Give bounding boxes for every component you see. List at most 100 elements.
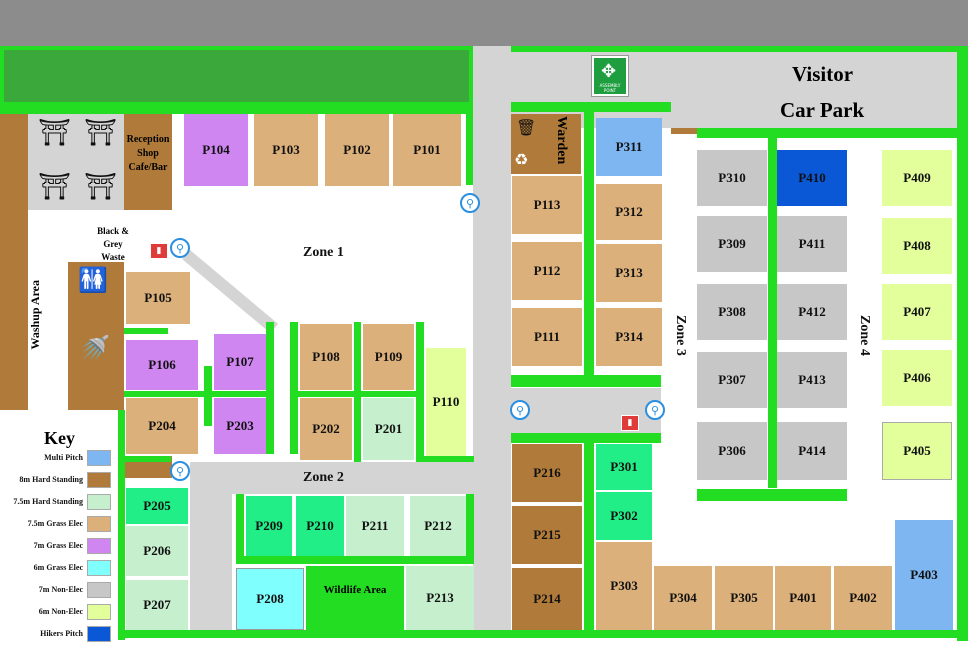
pitch-P309[interactable]: P309 xyxy=(697,216,767,272)
warden-block[interactable] xyxy=(511,114,581,174)
pitch-P105[interactable]: P105 xyxy=(126,272,190,324)
assembly-point-icon: ✥ xyxy=(601,61,617,82)
shower-icon: 🚿 xyxy=(80,334,110,362)
zone2-road xyxy=(190,462,473,494)
pitch-P411[interactable]: P411 xyxy=(777,216,847,272)
key-item-label: 8m Hard Standing xyxy=(19,475,83,484)
tap-icon: ⚲ xyxy=(170,238,190,258)
bin-icon: 🗑 xyxy=(516,118,537,137)
pitch-P310[interactable]: P310 xyxy=(697,150,767,206)
pitch-P413[interactable]: P413 xyxy=(777,352,847,408)
hedge xyxy=(118,630,968,638)
pitch-P402[interactable]: P402 xyxy=(834,566,892,630)
picnic-table-icon: ⛩ xyxy=(84,118,118,148)
key-item-swatch xyxy=(87,472,111,488)
pitch-P305[interactable]: P305 xyxy=(715,566,773,630)
pitch-P205[interactable]: P205 xyxy=(126,488,188,524)
pitch-P312[interactable]: P312 xyxy=(596,184,662,240)
key-item: 8m Hard Standing xyxy=(0,472,115,490)
pitch-P208[interactable]: P208 xyxy=(236,568,304,630)
pitch-P102[interactable]: P102 xyxy=(325,114,389,186)
key-item-swatch xyxy=(87,538,111,554)
pitch-P301[interactable]: P301 xyxy=(596,444,652,490)
key-item-swatch xyxy=(87,582,111,598)
pitch-P210[interactable]: P210 xyxy=(296,496,344,556)
pitch-P201[interactable]: P201 xyxy=(363,398,414,460)
pitch-P410[interactable]: P410 xyxy=(777,150,847,206)
pitch-P109[interactable]: P109 xyxy=(363,324,414,390)
pitch-P405[interactable]: P405 xyxy=(882,422,952,480)
hedge xyxy=(697,128,957,138)
pitch-P207[interactable]: P207 xyxy=(126,580,188,630)
pitch-P303[interactable]: P303 xyxy=(596,542,652,630)
hedge xyxy=(422,456,474,462)
key-item-label: 7m Non-Elec xyxy=(38,585,83,594)
pitch-P213[interactable]: P213 xyxy=(406,566,474,630)
pitch-P104[interactable]: P104 xyxy=(184,114,248,186)
pitch-P314[interactable]: P314 xyxy=(596,308,662,366)
pitch-P412[interactable]: P412 xyxy=(777,284,847,340)
car-park-title-line1: Visitor xyxy=(792,62,854,86)
pitch-P209[interactable]: P209 xyxy=(246,496,292,556)
tap-icon: ⚲ xyxy=(170,461,190,481)
tap-icon: ⚲ xyxy=(510,400,530,420)
pitch-P202[interactable]: P202 xyxy=(300,398,352,460)
key-item: Hikers Pitch xyxy=(0,626,115,644)
pitch-P409[interactable]: P409 xyxy=(882,150,952,206)
pitch-P112[interactable]: P112 xyxy=(512,242,582,300)
pitch-P215[interactable]: P215 xyxy=(512,506,582,564)
pitch-P103[interactable]: P103 xyxy=(254,114,318,186)
key-item: 7m Grass Elec xyxy=(0,538,115,556)
pitch-P306[interactable]: P306 xyxy=(697,422,767,480)
car-park-hedge xyxy=(511,46,968,52)
pitch-P311[interactable]: P311 xyxy=(596,118,662,176)
pitch-P407[interactable]: P407 xyxy=(882,284,952,340)
pitch-P107[interactable]: P107 xyxy=(214,334,266,390)
pitch-P111[interactable]: P111 xyxy=(512,308,582,366)
hedge xyxy=(204,366,212,426)
pitch-P203[interactable]: P203 xyxy=(214,398,266,454)
zone-1-label: Zone 1 xyxy=(303,245,344,260)
pitch-P106[interactable]: P106 xyxy=(126,340,198,390)
reception-label: Reception Shop Cafe/Bar xyxy=(126,134,170,173)
pitch-P313[interactable]: P313 xyxy=(596,244,662,302)
pitch-P403[interactable]: P403 xyxy=(895,520,953,630)
hedge xyxy=(511,102,671,112)
pitch-P304[interactable]: P304 xyxy=(654,566,712,630)
pitch-P211[interactable]: P211 xyxy=(346,496,404,556)
key-item: 7.5m Grass Elec xyxy=(0,516,115,534)
pitch-P204[interactable]: P204 xyxy=(126,398,198,454)
pitch-P308[interactable]: P308 xyxy=(697,284,767,340)
pitch-P110[interactable]: P110 xyxy=(426,348,466,456)
pitch-P414[interactable]: P414 xyxy=(777,422,847,480)
pitch-P212[interactable]: P212 xyxy=(410,496,466,556)
hedge xyxy=(584,112,594,378)
reception-block[interactable] xyxy=(124,114,172,210)
hedge xyxy=(416,322,424,462)
key-item-swatch xyxy=(87,450,111,466)
pitch-P206[interactable]: P206 xyxy=(126,526,188,576)
pitch-P401[interactable]: P401 xyxy=(775,566,831,630)
pitch-P406[interactable]: P406 xyxy=(882,350,952,406)
zone-3-label: Zone 3 xyxy=(673,315,688,356)
hedge xyxy=(118,410,125,640)
key-item-swatch xyxy=(87,494,111,510)
pitch-P214[interactable]: P214 xyxy=(512,568,582,630)
key-item: 7m Non-Elec xyxy=(0,582,115,600)
key-item-swatch xyxy=(87,604,111,620)
pitch-P108[interactable]: P108 xyxy=(300,324,352,390)
toilet-icon: 🚻 xyxy=(78,266,108,294)
hedge xyxy=(584,443,594,633)
pitch-P113[interactable]: P113 xyxy=(512,176,582,234)
pitch-P302[interactable]: P302 xyxy=(596,492,652,540)
zone2-road-left xyxy=(190,462,232,634)
pitch-P408[interactable]: P408 xyxy=(882,218,952,274)
key-item: 6m Grass Elec xyxy=(0,560,115,578)
pitch-P101[interactable]: P101 xyxy=(393,114,461,186)
recycle-icon: ♻ xyxy=(514,150,529,169)
pitch-P216[interactable]: P216 xyxy=(512,444,582,502)
hedge xyxy=(236,556,474,564)
fire-point-icon: ▮ xyxy=(150,243,168,259)
pitch-P307[interactable]: P307 xyxy=(697,352,767,408)
